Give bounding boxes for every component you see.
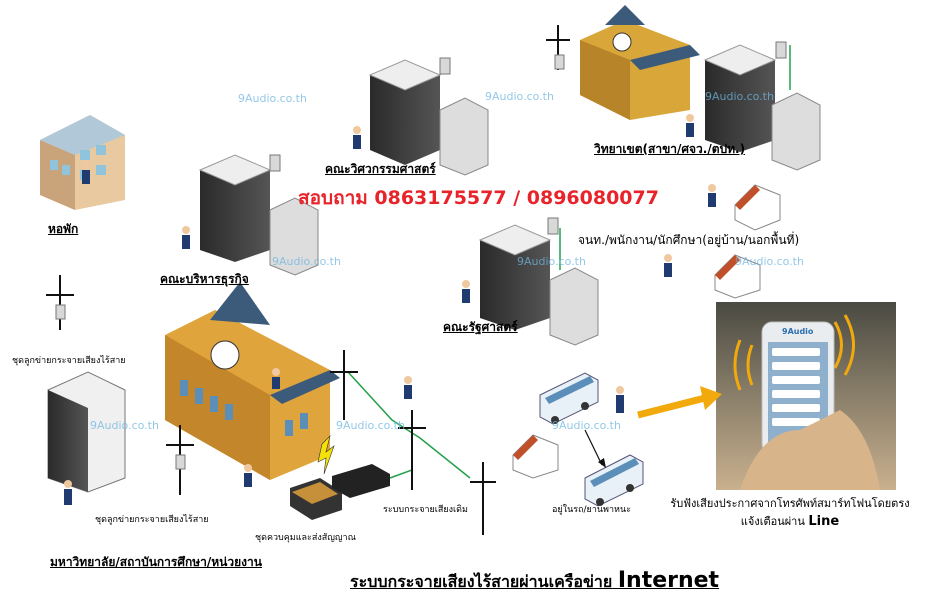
house-icon — [714, 254, 761, 299]
amplifier-unit — [332, 464, 390, 498]
label-vehicle: อยู่ในรถ/ยานพาหนะ — [552, 505, 631, 515]
watermark: 9Audio.co.th — [485, 90, 554, 103]
person-icon — [404, 376, 412, 399]
polsci-building — [478, 224, 599, 346]
house-icon — [734, 184, 781, 231]
smartphone-caption-line2: แจ้งเตือนผ่าน Line — [660, 512, 920, 530]
watermark: 9Audio.co.th — [552, 419, 621, 432]
line-app-name: Line — [808, 514, 840, 529]
watermark: 9Audio.co.th — [90, 419, 159, 432]
person-icon — [353, 126, 361, 149]
person-icons — [64, 114, 716, 505]
label-engineering: คณะวิศวกรรมศาสตร์ — [325, 162, 436, 176]
engineering-building — [368, 59, 489, 176]
utility-pole — [398, 410, 426, 490]
campus-main-building — [580, 5, 700, 120]
bus-route-arrow — [584, 429, 603, 466]
title-thai: ระบบกระจายเสียงไร้สายผ่านเครือข่าย — [350, 572, 613, 591]
watermark: 9Audio.co.th — [238, 92, 307, 105]
notification-arrow — [637, 386, 722, 419]
person-icon — [82, 161, 90, 184]
watermark: 9Audio.co.th — [735, 255, 804, 268]
smartphone-caption: รับฟังเสียงประกาศจากโทรศัพท์สมาร์ทโฟนโดย… — [660, 494, 920, 530]
house-icon — [512, 434, 559, 479]
label-wireless-receiver: ชุดลูกข่ายกระจายเสียงไร้สาย — [12, 356, 126, 366]
diagram-title: ระบบกระจายเสียงไร้สายผ่านเครือข่าย Inter… — [350, 568, 719, 595]
business-building — [198, 154, 319, 276]
server-building — [47, 371, 126, 493]
smartphone-caption-prefix: แจ้งเตือนผ่าน — [740, 515, 805, 528]
contact-phone-numbers: สอบถาม 0863175577 / 0896080077 — [298, 187, 659, 209]
person-icon — [708, 184, 716, 207]
person-icon — [462, 280, 470, 303]
person-icon — [686, 114, 694, 137]
label-university: มหาวิทยาลัย/สถาบันการศึกษา/หน่วยงาน — [50, 555, 262, 569]
person-icon — [664, 254, 672, 277]
watermark: 9Audio.co.th — [272, 255, 341, 268]
label-existing-system: ระบบกระจายเสียงเดิม — [383, 505, 468, 515]
campus-building-side — [703, 44, 821, 171]
person-icon — [272, 368, 280, 389]
label-polsci: คณะรัฐศาสตร์ — [443, 320, 518, 334]
utility-pole — [330, 350, 358, 420]
control-unit — [290, 478, 342, 520]
bus-route-arrowhead — [598, 458, 606, 468]
person-icon — [182, 226, 190, 249]
university-main-building — [165, 282, 340, 480]
label-dorm: หอพัก — [48, 222, 79, 236]
phone-app-badge: 9Audio — [782, 327, 814, 336]
label-control-set: ชุดควบคุมและส่งสัญญาณ — [255, 533, 356, 543]
bus-icon — [539, 372, 599, 425]
person-icon — [244, 464, 252, 487]
receiver-box — [55, 41, 787, 470]
bus-icon — [584, 454, 644, 507]
watermark: 9Audio.co.th — [336, 419, 405, 432]
person-icon — [616, 386, 624, 413]
smartphone-caption-line1: รับฟังเสียงประกาศจากโทรศัพท์สมาร์ทโฟนโดย… — [670, 497, 910, 510]
label-staff-remote: จนท./พนักงาน/นักศึกษา(อยู่บ้าน/นอกพื้นที… — [578, 233, 800, 247]
utility-pole — [470, 462, 496, 535]
watermark: 9Audio.co.th — [705, 90, 774, 103]
person-icon — [64, 480, 72, 505]
label-business: คณะบริหารธุรกิจ — [160, 272, 249, 286]
smartphone-photo — [716, 302, 896, 490]
dormitory-building — [40, 115, 125, 210]
signal-lightning-icon — [317, 435, 335, 475]
label-wireless-receiver: ชุดลูกข่ายกระจายเสียงไร้สาย — [95, 515, 209, 525]
utility-pole — [46, 275, 74, 330]
label-campus: วิทยาเขต(สาขา/ศจว./ตปท.) — [594, 142, 746, 156]
title-internet: Internet — [617, 568, 720, 593]
watermark: 9Audio.co.th — [517, 255, 586, 268]
